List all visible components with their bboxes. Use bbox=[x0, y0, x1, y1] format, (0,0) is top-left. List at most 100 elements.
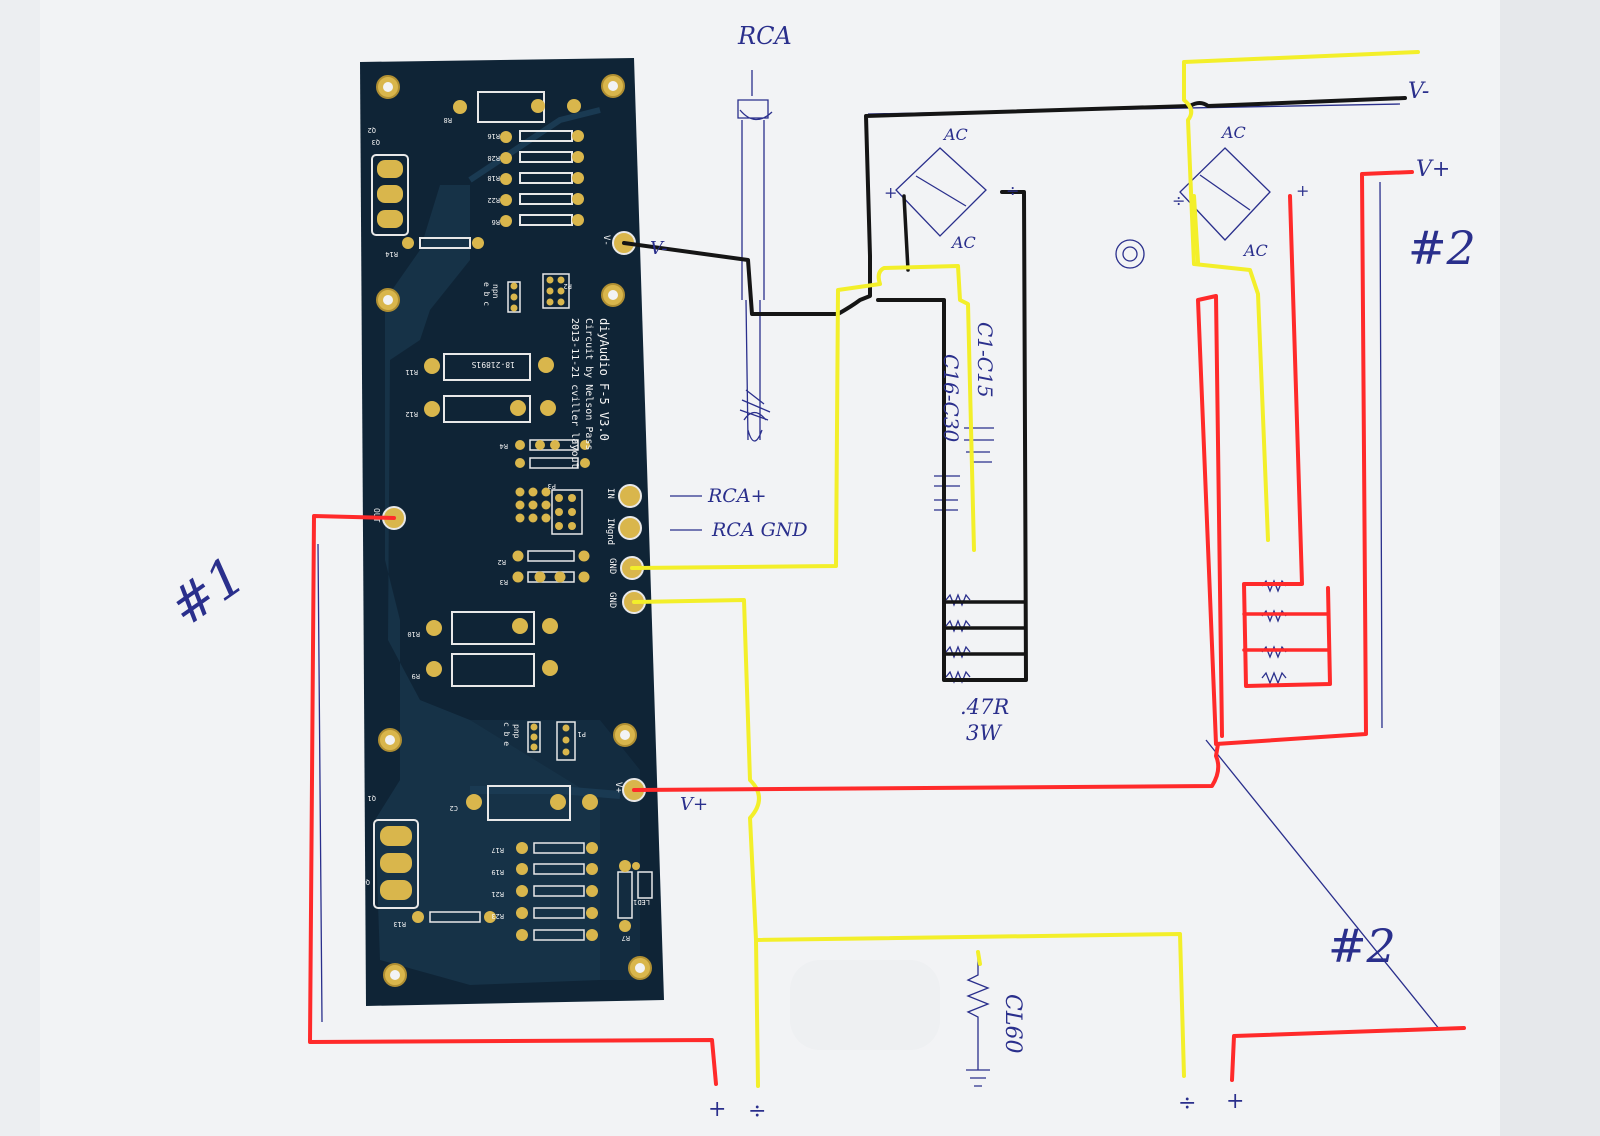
pcb-ref-designator: Q4 bbox=[362, 878, 370, 886]
trimmer-p3-block bbox=[512, 439, 590, 583]
pcb-ref-designator: R8 bbox=[444, 116, 452, 124]
label-resistor-value: .47R bbox=[960, 695, 1009, 719]
resistor-zigzag-6 bbox=[1261, 609, 1287, 623]
resistor-zigzag-5 bbox=[1261, 579, 1287, 593]
cl60-resistor-sketch bbox=[966, 955, 990, 1087]
pcb-ref-designator: R14 bbox=[385, 250, 398, 258]
pcb-ref-designator: P3 bbox=[548, 482, 556, 490]
copper-pour bbox=[470, 720, 640, 980]
pcb-ref-designator: R18 bbox=[487, 174, 500, 182]
pad-label-out: OUT bbox=[372, 508, 381, 523]
pcb-reference-designators: R8R16R28R18R22R6R14Q3R11R12R4R2R3P3P2R10… bbox=[362, 116, 650, 942]
pcb-ref-designator: P2 bbox=[564, 282, 572, 290]
pencil-circle bbox=[1122, 246, 1138, 262]
rca-cable-sketch bbox=[737, 70, 773, 442]
wire-black-v-minus bbox=[622, 96, 1407, 316]
pcb-ref-designator: R2 bbox=[498, 558, 506, 566]
pcb-ref-designator: R16 bbox=[487, 132, 500, 140]
resistor-zigzag-7 bbox=[1261, 645, 1287, 659]
label-bridge-1-gnd: ÷ bbox=[1006, 181, 1019, 200]
label-v-minus: V- bbox=[1408, 79, 1429, 104]
pad-label-v-minus: V- bbox=[601, 235, 611, 246]
resistor-zigzag-8 bbox=[1261, 671, 1287, 685]
pad-in bbox=[618, 484, 642, 508]
wire-red-v-plus bbox=[632, 742, 1221, 792]
paper-edge-shadow bbox=[1500, 0, 1600, 1136]
label-rca-gnd: RCA GND bbox=[711, 519, 808, 541]
wire-yellow-gnd-left-terminal bbox=[754, 938, 760, 1088]
pcb-ref-designator: R12 bbox=[405, 410, 418, 418]
label-v-plus-pad: V+ bbox=[680, 794, 708, 815]
pcb-ref-designator: R28 bbox=[487, 154, 500, 162]
label-bridge-2-gnd: ÷ bbox=[1172, 191, 1185, 210]
pad-label-v-plus: V+ bbox=[613, 782, 623, 793]
pcb-ref-designator: R11 bbox=[405, 368, 418, 376]
pcb-ref-designator: P1 bbox=[578, 730, 586, 738]
wire-yellow-supply-2 bbox=[1182, 50, 1420, 542]
label-rca-in: RCA+ bbox=[707, 485, 766, 507]
wire-red-out bbox=[308, 514, 718, 1086]
pcb-ref-designator: R9 bbox=[412, 672, 420, 680]
pencil-circle bbox=[1115, 239, 1145, 269]
copper-trace bbox=[468, 107, 601, 183]
label-supply-2-bottom: #2 bbox=[1328, 919, 1396, 973]
resistor-zigzag-3 bbox=[945, 645, 971, 659]
pcb-ref-designator: Q2 bbox=[368, 126, 376, 134]
erased-patch bbox=[790, 960, 940, 1050]
pnp-footprint bbox=[527, 721, 576, 761]
resistor-r11-r12 bbox=[424, 353, 556, 423]
label-plus-left: + bbox=[708, 1097, 726, 1122]
bridge-2-dash bbox=[1199, 174, 1251, 211]
rca-cable-hatch bbox=[739, 389, 771, 421]
pad-ingnd bbox=[618, 516, 642, 540]
label-ac-1a: AC bbox=[942, 125, 968, 144]
transistor-q3-footprint bbox=[371, 154, 409, 236]
part-mark-r11: 18-21891S bbox=[471, 360, 515, 369]
pcb-ref-designator: R7 bbox=[622, 934, 630, 942]
cap-bank-2-sketch bbox=[934, 475, 960, 511]
pcb-ref-designator: R6 bbox=[492, 218, 500, 226]
pcb-ref-designator: LED1 bbox=[633, 898, 650, 906]
pad-label-gnd-2: GND bbox=[607, 592, 617, 608]
label-cl60: CL60 bbox=[1000, 994, 1025, 1053]
label-gnd-left: ÷ bbox=[748, 1099, 766, 1124]
resistor-r10-r9 bbox=[426, 611, 558, 687]
pcb-ref-designator: R19 bbox=[491, 868, 504, 876]
pcb-ref-designator: R22 bbox=[487, 196, 500, 204]
label-plus-right: + bbox=[1226, 1089, 1244, 1114]
label-caps-2: C16-C30 bbox=[939, 354, 963, 443]
resistor-zigzag-4 bbox=[945, 670, 971, 684]
label-npn: npn bbox=[491, 284, 500, 299]
label-bridge-2-plus: + bbox=[1296, 181, 1309, 200]
pcb-ref-designator: Q1 bbox=[368, 794, 376, 802]
npn-footprint bbox=[507, 273, 570, 313]
wire-yellow-gnd-2 bbox=[632, 598, 1186, 1078]
pcb-credit: Circuit by Nelson Pass bbox=[583, 318, 594, 450]
wire-yellow-bridge-2-top bbox=[1192, 194, 1200, 264]
pcb-date: 2013-11-21 cviller layout bbox=[569, 318, 580, 469]
wire-red-plus-right bbox=[1230, 1026, 1466, 1082]
pcb-ref-designator: Q3 bbox=[372, 138, 380, 146]
label-rca-top: RCA bbox=[737, 22, 792, 50]
wire-red-supply-2-inner bbox=[1242, 194, 1332, 688]
wire-yellow-cl60 bbox=[976, 950, 982, 966]
label-pnp: pnp bbox=[512, 724, 521, 739]
pcb-title: diyAudio F-5 V3.0 bbox=[597, 318, 611, 441]
wire-black-bridge-1 bbox=[876, 190, 1028, 682]
bridge-rectifier-2 bbox=[1179, 147, 1271, 241]
pcb-ref-designator: R4 bbox=[500, 442, 508, 450]
pcb-ref-designator: R21 bbox=[491, 890, 504, 898]
resistor-ladder-bottom bbox=[412, 842, 653, 941]
label-ac-1b: AC bbox=[950, 233, 976, 252]
label-v-plus: V+ bbox=[1416, 157, 1450, 182]
wire-red-supply-2-outer bbox=[1196, 170, 1414, 746]
bridge-rectifier-1 bbox=[895, 147, 987, 237]
pad-label-gnd-1: GND bbox=[607, 558, 617, 574]
label-bridge-1-plus: + bbox=[884, 183, 897, 202]
copper-trace bbox=[470, 786, 621, 799]
wire-yellow-gnd-1 bbox=[630, 264, 976, 570]
bridge-1-dash bbox=[915, 175, 967, 207]
transistor-q2-footprint bbox=[373, 819, 419, 909]
label-caps-1: C1-C15 bbox=[973, 322, 997, 398]
